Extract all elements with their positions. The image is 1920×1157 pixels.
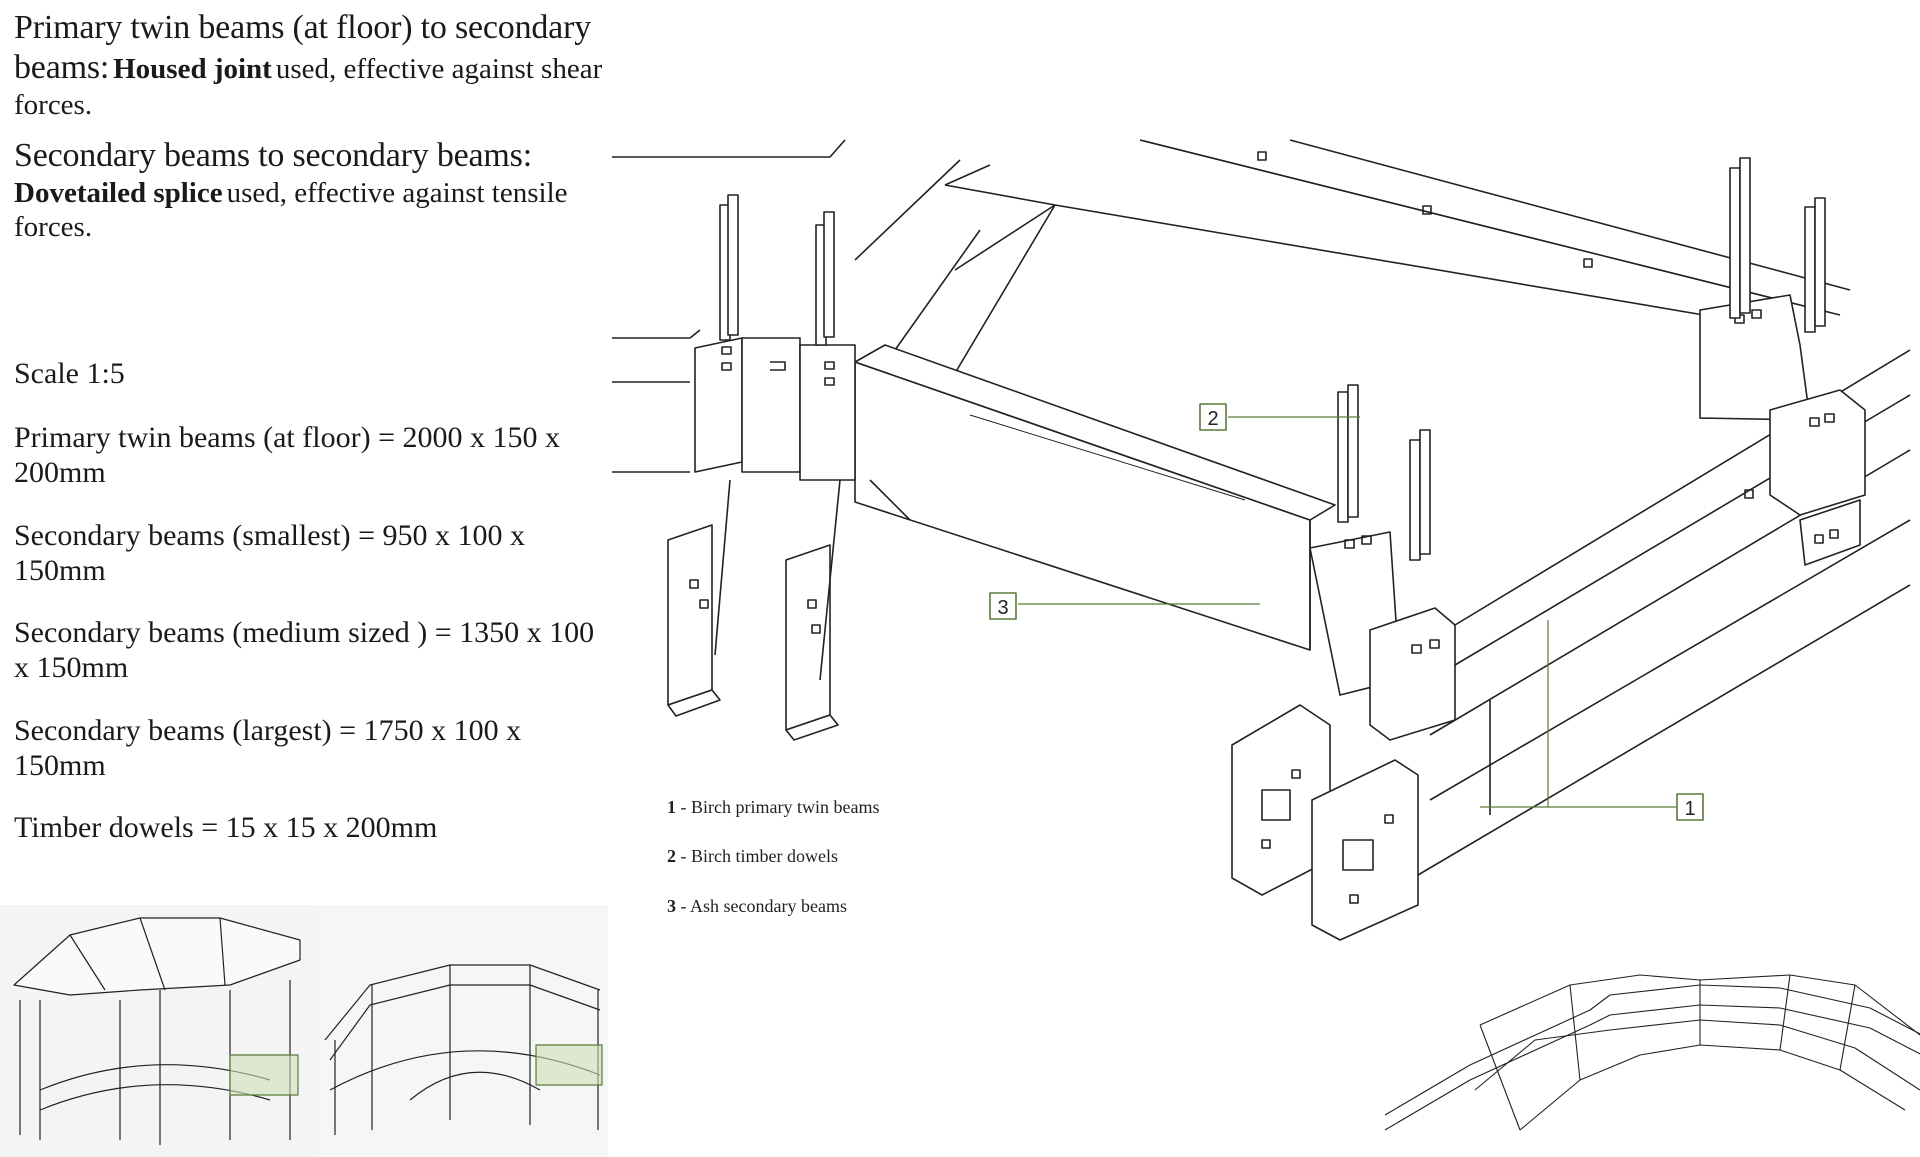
callout-3-label: 3	[997, 597, 1008, 619]
centre-joint-cluster	[1231, 384, 1456, 941]
dovetail-rest: used, effective against tensile forces.	[14, 177, 568, 243]
callout-1-label: 1	[1684, 798, 1695, 820]
legend-text-1: Birch primary twin beams	[691, 797, 880, 817]
secondary-beam-3	[854, 344, 1336, 651]
pavilion-render-1	[0, 905, 370, 1157]
pavilion-render-2	[318, 905, 608, 1157]
legend-num-2: 2	[667, 846, 676, 866]
dovetail-note: Secondary beams to secondary beams: Dove…	[14, 136, 614, 244]
legend-item-2: 2 - Birch timber dowels	[667, 846, 838, 866]
legend-item-3: 3 - Ash secondary beams	[667, 896, 847, 916]
housed-joint-note: Primary twin beams (at floor) to seconda…	[14, 8, 614, 122]
housed-heading: Primary twin beams (at floor) to seconda…	[14, 9, 591, 86]
housed-rest: used, effective against shear forces.	[14, 53, 603, 121]
far-beam-holes	[1257, 151, 1593, 268]
frame-overview	[1384, 974, 1920, 1131]
legend-num-1: 1	[667, 797, 676, 817]
left-joint-cluster	[667, 194, 911, 741]
dovetail-heading: Secondary beams to secondary beams:	[14, 137, 532, 174]
joint-notes: Primary twin beams (at floor) to seconda…	[14, 8, 614, 244]
left-beam-ends	[612, 139, 846, 473]
spec-dowels: Timber dowels = 15 x 15 x 200mm	[14, 811, 438, 844]
scale-label: Scale 1:5	[14, 357, 125, 390]
legend-num-3: 3	[667, 896, 676, 916]
callout-lines	[1018, 416, 1680, 808]
legend-text-2: Birch timber dowels	[691, 846, 838, 866]
callout-2: 2	[1199, 403, 1227, 431]
callout-3: 3	[989, 592, 1017, 620]
legend-item-1: 1 - Birch primary twin beams	[667, 797, 880, 817]
callout-2-label: 2	[1207, 408, 1218, 430]
housed-term: Housed joint	[113, 53, 272, 85]
callout-1: 1	[1676, 793, 1704, 821]
spec-secondary-small: Secondary beams (smallest) = 950 x 100 x…	[14, 519, 525, 587]
dovetail-term: Dovetailed splice	[14, 177, 223, 209]
right-joint-cluster	[1699, 157, 1866, 566]
spec-primary: Primary twin beams (at floor) = 2000 x 1…	[14, 421, 560, 489]
legend-text-3: Ash secondary beams	[690, 896, 847, 916]
spec-secondary-medium: Secondary beams (medium sized ) = 1350 x…	[14, 616, 595, 684]
spec-secondary-large: Secondary beams (largest) = 1750 x 100 x…	[14, 714, 522, 782]
